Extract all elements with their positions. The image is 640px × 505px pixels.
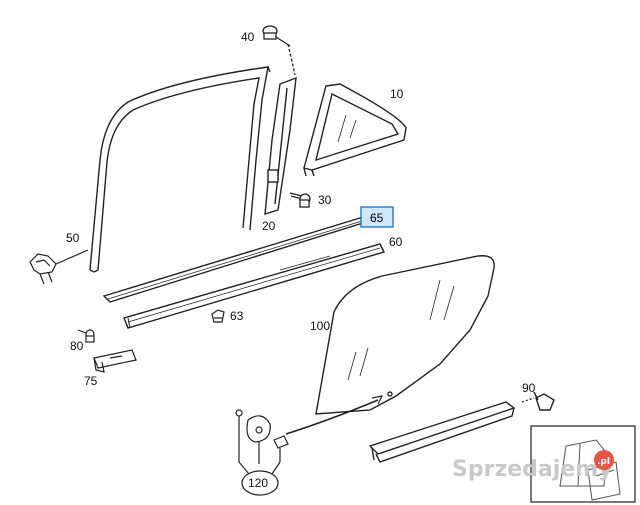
callout-10: 10 [390,87,404,101]
watermark-badge-icon [594,450,614,470]
clip-63-icon [211,309,225,323]
belt-seal-60 [123,243,385,329]
callout-50: 50 [66,231,80,245]
door-frame-seal [89,66,271,273]
highlight-box-65 [360,206,394,228]
callout-65: 65 [370,211,384,225]
door-glass-100 [315,255,495,415]
pillar-trim-20 [264,76,297,215]
callout-60: 60 [389,235,403,249]
sprzedajemy-watermark: Sprzedajemy .pl [452,450,614,482]
callout-20: 20 [262,219,276,233]
vehicle-locator-inset [530,425,636,503]
bracket-50-icon [29,249,89,285]
callout-100: 100 [310,319,330,333]
window-channel-90 [368,391,555,463]
callout-63: 63 [230,309,244,323]
holder-75-icon [93,349,137,373]
callout-120-circle [241,470,279,496]
watermark-badge: .pl [597,457,610,467]
callout-75: 75 [84,374,98,388]
callout-80: 80 [70,339,84,353]
callout-120: 120 [248,476,268,490]
bolt-30-icon [289,192,311,208]
callout-90: 90 [522,381,536,395]
callout-40: 40 [241,30,255,44]
screw-40-icon [262,25,296,76]
quarter-glass-10 [303,83,407,177]
fastener-group-120 [235,395,384,475]
watermark-text: Sprzedajemy [452,457,613,482]
screw-80-icon [77,329,95,343]
callout-30: 30 [318,193,332,207]
